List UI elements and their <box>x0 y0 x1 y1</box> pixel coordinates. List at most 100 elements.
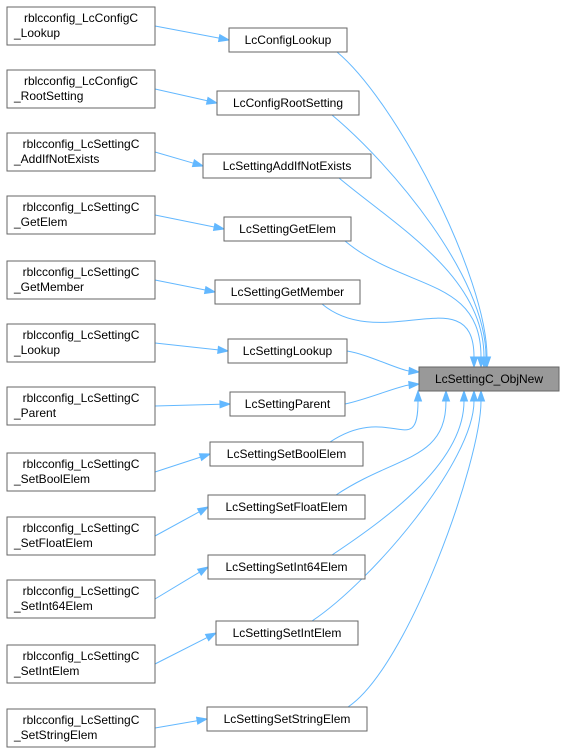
node-box <box>216 90 360 116</box>
node-label: LcSettingGetElem <box>239 222 336 236</box>
node-box <box>206 706 368 732</box>
edge-line <box>335 400 447 496</box>
node-box <box>228 27 348 53</box>
edge-arrowhead <box>408 380 421 390</box>
node-box <box>223 216 352 242</box>
node-label-line1: rblcconfig_LcConfigC <box>24 11 138 25</box>
edge-l8-to-m8 <box>154 506 210 537</box>
edge-line <box>344 384 410 405</box>
node-label-line1: rblcconfig_LcSettingC <box>23 457 140 471</box>
node-box <box>6 452 156 492</box>
edge-line <box>331 114 487 358</box>
node-box <box>6 195 156 235</box>
caller-node-l9[interactable]: rblcconfig_LcSettingC_SetInt64Elem <box>6 579 156 619</box>
edge-m7-to-target <box>329 389 423 443</box>
node-box <box>6 323 156 363</box>
node-box <box>6 644 156 684</box>
caller-node-l6[interactable]: rblcconfig_LcSettingC_Parent <box>6 386 156 426</box>
caller-node-l7[interactable]: rblcconfig_LcSettingC_SetBoolElem <box>6 452 156 492</box>
edge-line <box>154 637 208 665</box>
node-label-line2: _Lookup <box>13 343 60 357</box>
node-label: LcSettingAddIfNotExists <box>223 159 352 173</box>
edge-l6-to-m6 <box>154 400 232 409</box>
edge-line <box>154 403 221 407</box>
function-node-m8[interactable]: LcSettingSetFloatElem <box>207 494 366 520</box>
edge-arrowhead <box>476 389 486 402</box>
edge-line <box>154 25 220 39</box>
node-box <box>6 386 156 426</box>
edge-arrowhead <box>191 159 205 168</box>
edge-l2-to-m2 <box>154 151 205 168</box>
caller-node-l5[interactable]: rblcconfig_LcSettingC_Lookup <box>6 323 156 363</box>
node-label: LcSettingParent <box>245 397 331 411</box>
edge-l0-to-m0 <box>154 25 231 43</box>
edge-line <box>344 240 482 358</box>
node-label: LcConfigLookup <box>245 33 332 47</box>
node-label-line1: rblcconfig_LcSettingC <box>23 584 140 598</box>
function-node-m10[interactable]: LcSettingSetIntElem <box>215 620 359 646</box>
node-label: LcSettingGetMember <box>231 285 344 299</box>
node-box <box>6 579 156 619</box>
edge-arrowhead <box>408 366 421 376</box>
edge-m1-to-target <box>331 114 491 369</box>
edge-l7-to-m7 <box>154 453 212 473</box>
edge-l4-to-m4 <box>154 279 217 295</box>
caller-node-l3[interactable]: rblcconfig_LcSettingC_GetElem <box>6 195 156 235</box>
node-box <box>202 153 372 179</box>
edge-line <box>154 456 201 473</box>
edge-m3-to-target <box>344 240 486 369</box>
edge-line <box>321 303 475 358</box>
function-node-m1[interactable]: LcConfigRootSetting <box>216 90 360 116</box>
edge-line <box>154 511 200 537</box>
node-label-line2: _GetMember <box>13 280 84 294</box>
function-node-m6[interactable]: LcSettingParent <box>229 391 346 417</box>
edge-line <box>329 400 419 443</box>
edge-m4-to-target <box>321 303 479 369</box>
function-node-m4[interactable]: LcSettingGetMember <box>214 279 361 305</box>
caller-node-l10[interactable]: rblcconfig_LcSettingC_SetIntElem <box>6 644 156 684</box>
target-node-label: LcSettingC_ObjNew <box>435 372 543 386</box>
edge-line <box>331 400 465 556</box>
target-node[interactable]: LcSettingC_ObjNew <box>418 366 560 392</box>
node-label-line1: rblcconfig_LcSettingC <box>23 200 140 214</box>
edge-arrowhead <box>204 632 218 642</box>
function-node-m9[interactable]: LcSettingSetInt64Elem <box>207 554 366 580</box>
edge-l11-to-m11 <box>154 716 209 729</box>
node-label: LcSettingSetBoolElem <box>227 447 346 461</box>
function-node-m5[interactable]: LcSettingLookup <box>227 338 348 364</box>
node-box <box>214 279 361 305</box>
edge-arrowhead <box>195 716 209 725</box>
caller-node-l4[interactable]: rblcconfig_LcSettingC_GetMember <box>6 260 156 300</box>
node-label-line1: rblcconfig_LcSettingC <box>23 521 140 535</box>
edge-m9-to-target <box>331 389 469 556</box>
node-label-line2: _Lookup <box>13 26 60 40</box>
edge-arrowhead <box>196 506 210 516</box>
node-label: LcSettingLookup <box>243 344 333 358</box>
edge-l5-to-m5 <box>154 342 230 355</box>
function-node-m0[interactable]: LcConfigLookup <box>228 27 348 53</box>
edge-line <box>154 279 206 291</box>
nodes-layer: rblcconfig_LcConfigC_Lookuprblcconfig_Lc… <box>6 6 560 748</box>
edge-line <box>346 350 410 372</box>
function-node-m7[interactable]: LcSettingSetBoolElem <box>209 441 364 467</box>
node-label-line2: _SetInt64Elem <box>13 599 93 613</box>
node-label: LcSettingSetInt64Elem <box>225 560 347 574</box>
edge-line <box>338 177 485 358</box>
node-box <box>6 132 156 172</box>
edge-arrowhead <box>469 356 479 369</box>
caller-node-l2[interactable]: rblcconfig_LcSettingC_AddIfNotExists <box>6 132 156 172</box>
function-node-m3[interactable]: LcSettingGetElem <box>223 216 352 242</box>
caller-node-l11[interactable]: rblcconfig_LcSettingC_SetStringElem <box>6 708 156 748</box>
caller-node-l8[interactable]: rblcconfig_LcSettingC_SetFloatElem <box>6 516 156 556</box>
edge-arrowhead <box>219 400 232 409</box>
node-label-line1: rblcconfig_LcSettingC <box>23 137 140 151</box>
node-label-line1: rblcconfig_LcSettingC <box>23 328 140 342</box>
caller-node-l0[interactable]: rblcconfig_LcConfigC_Lookup <box>6 6 156 46</box>
function-node-m11[interactable]: LcSettingSetStringElem <box>206 706 368 732</box>
function-node-m2[interactable]: LcSettingAddIfNotExists <box>202 153 372 179</box>
edge-arrowhead <box>203 285 217 295</box>
edge-m8-to-target <box>335 389 451 496</box>
edges-layer <box>154 25 492 729</box>
caller-node-l1[interactable]: rblcconfig_LcConfigC_RootSetting <box>6 69 156 109</box>
